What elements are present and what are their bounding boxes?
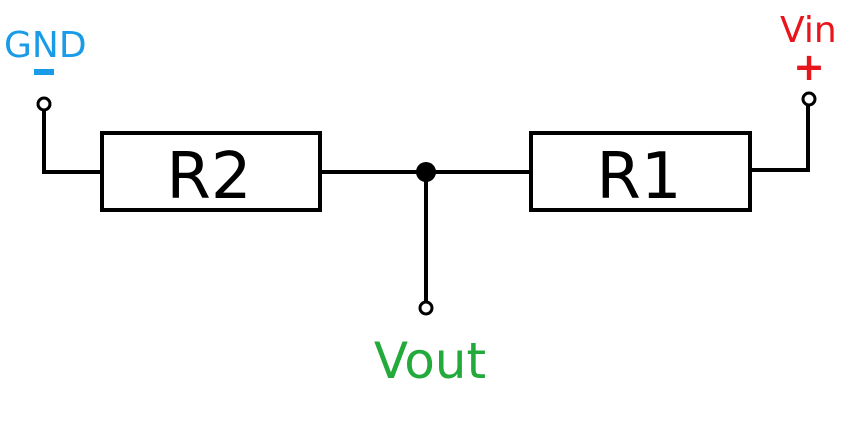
gnd-label: GND [4, 25, 87, 66]
vout-label: Vout [374, 332, 486, 390]
wire-gnd-to-r2 [42, 108, 104, 174]
vout-terminal [418, 300, 434, 316]
vin-plus-sign: + [793, 45, 825, 89]
gnd-minus-sign [34, 69, 54, 75]
resistor-r2 [100, 131, 322, 212]
junction-dot [416, 162, 436, 182]
vin-label: Vin [780, 10, 837, 51]
wires [42, 104, 810, 304]
resistor-r1-label: R1 [596, 140, 681, 214]
gnd-terminal [36, 96, 52, 112]
resistor-r2-label: R2 [166, 140, 251, 214]
resistor-r1 [529, 131, 752, 212]
wire-r1-to-vin [748, 104, 810, 172]
vin-terminal [801, 91, 817, 107]
